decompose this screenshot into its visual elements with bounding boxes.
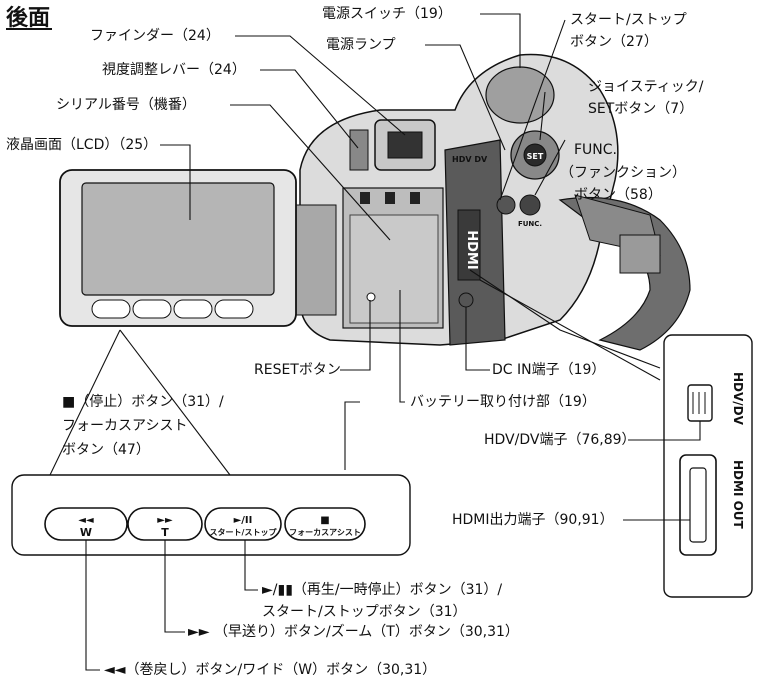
viewfinder-lens [387, 131, 423, 159]
label-stop-btn-3: ボタン（47） [62, 442, 150, 458]
label-joystick-2: SETボタン（7） [588, 101, 694, 117]
reset-button [366, 292, 376, 302]
label-play-btn-2: スタート/ストップボタン（31） [262, 604, 467, 620]
hdmi-port-label: HDMI OUT [731, 460, 745, 530]
func-text: FUNC. [518, 220, 542, 228]
label-func-2: （ファンクション） [560, 165, 686, 181]
diopter-lever [349, 129, 369, 171]
battery-plate [349, 214, 439, 324]
power-switch-dial [485, 66, 555, 124]
dc-in-port [458, 292, 474, 308]
zoom-leader-lines [85, 540, 258, 671]
label-func-3: ボタン（58） [574, 187, 662, 203]
label-func: FUNC. [574, 142, 617, 158]
label-hdmi-terminal: HDMI出力端子（90,91） [452, 512, 614, 528]
hdmi-door [457, 209, 481, 281]
start-stop-button [496, 195, 516, 215]
strap-buckle [619, 234, 661, 274]
label-hdv-terminal: HDV/DV端子（76,89） [484, 432, 636, 448]
label-stop-btn: ■（停止）ボタン（31）/ [62, 394, 224, 410]
vent-grille [360, 192, 420, 204]
label-finder: ファインダー（24） [90, 28, 220, 44]
label-reset: RESETボタン [254, 362, 341, 378]
lcd-screen [81, 182, 275, 296]
ff-symbol: ►► [157, 515, 173, 526]
rew-text: W [80, 526, 92, 539]
stop-symbol: ■ [320, 515, 329, 526]
label-ff-btn: ►► （早送り）ボタン/ズーム（T）ボタン（30,31） [188, 624, 519, 640]
label-serial: シリアル番号（機番） [56, 97, 196, 113]
zoom-stop-button [284, 507, 366, 541]
set-button [523, 143, 547, 167]
lcd-hinge [295, 204, 337, 316]
stop-text: フォーカスアシスト [289, 528, 361, 537]
hdv-dv-text: HDV DV [452, 155, 488, 164]
set-text: SET [527, 152, 544, 161]
title-underline [6, 28, 52, 30]
zoom-play-button [204, 507, 282, 541]
lcd-ff-button [132, 299, 172, 319]
label-power-lamp: 電源ランプ [326, 37, 396, 53]
lcd-stop-button [214, 299, 254, 319]
hdmi-port-inner [689, 467, 707, 543]
label-joystick: ジョイスティック/ [588, 79, 704, 95]
leader-lines [49, 13, 661, 476]
label-diopter: 視度調整レバー（24） [102, 62, 246, 78]
lcd-button-row [91, 299, 254, 319]
label-rew-btn: ◄◄（巻戻し）ボタン/ワイド（W）ボタン（30,31） [104, 662, 437, 678]
port-leader-lines [623, 421, 701, 521]
lcd-play-button [173, 299, 213, 319]
func-button [519, 194, 541, 216]
label-power-switch: 電源スイッチ（19） [322, 6, 452, 22]
hdv-dv-port [687, 384, 713, 422]
label-battery: バッテリー取り付け部（19） [410, 394, 596, 410]
rew-symbol: ◄◄ [78, 515, 94, 526]
zoom-buttons: ◄◄ W ►► T ►/II スタート/ストップ ■ フォーカスアシスト [44, 507, 366, 541]
label-dc-in: DC IN端子（19） [492, 362, 606, 378]
label-lcd: 液晶画面（LCD）（25） [6, 137, 158, 153]
ff-text: T [161, 526, 169, 539]
play-text: スタート/ストップ [210, 527, 278, 537]
label-stop-btn-2: フォーカスアシスト [62, 418, 188, 434]
label-start-stop: スタート/ストップ [570, 12, 687, 28]
hdv-dv-port-label: HDV/DV [731, 372, 745, 426]
label-play-btn: ►/▮▮（再生/一時停止）ボタン（31）/ [262, 582, 503, 598]
play-symbol: ►/II [234, 515, 253, 526]
lcd-rew-button [91, 299, 131, 319]
hdmi-logo-text: HDMI [464, 230, 479, 269]
label-start-stop-2: ボタン（27） [570, 34, 658, 50]
page-title: 後面 [6, 6, 51, 31]
